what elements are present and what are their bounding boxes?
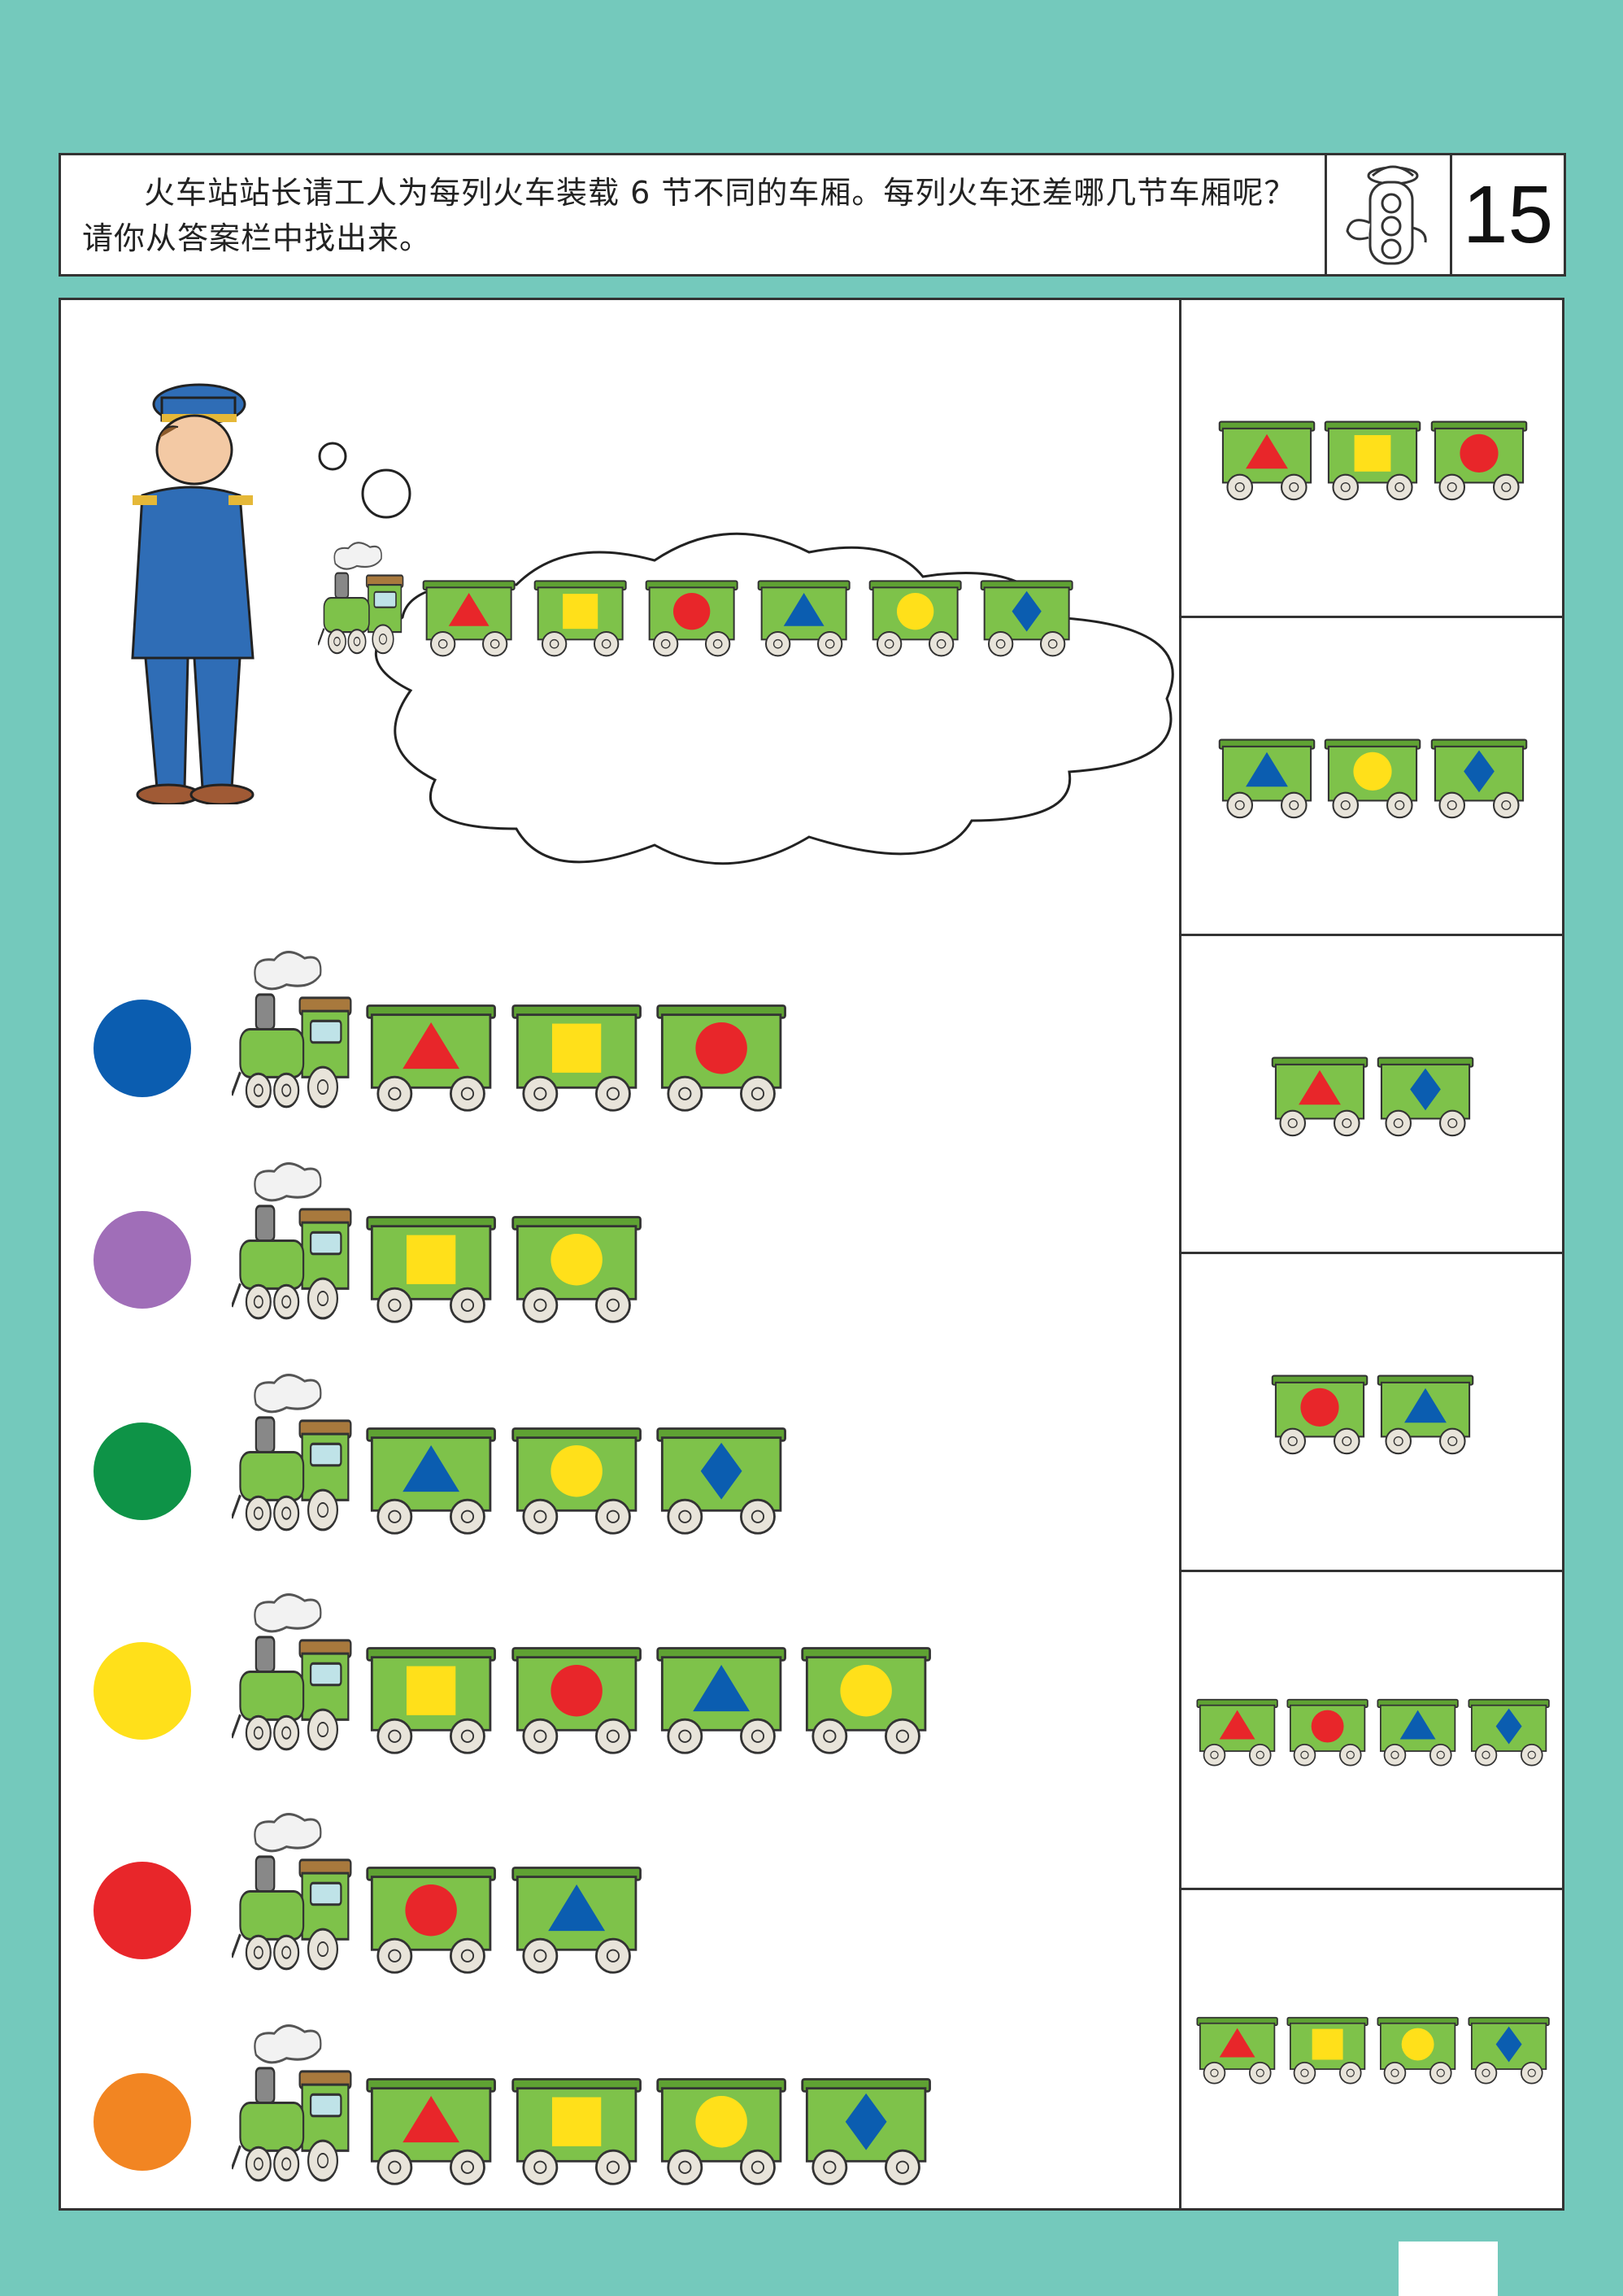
train-car-circle-yellow (799, 1642, 933, 1756)
locomotive-icon (230, 1160, 353, 1325)
color-dot[interactable] (94, 1000, 191, 1097)
instruction-text: 火车站站长请工人为每列火车装载 6 节不同的车厢。每列火车还差哪几节车厢呢？请你… (82, 175, 1296, 256)
train-car-square-yellow (533, 577, 628, 658)
train-car-triangle-blue (756, 577, 851, 658)
train-car-diamond-blue (655, 1422, 788, 1536)
color-dot[interactable] (94, 1862, 191, 1959)
color-dot[interactable] (94, 2073, 191, 2171)
answer-cell[interactable] (1181, 936, 1564, 1254)
train-car-circle-yellow (655, 2073, 788, 2187)
train-car-diamond-blue (1376, 1053, 1475, 1138)
train-car-triangle-blue (655, 1642, 788, 1756)
train-car-square-yellow (1323, 417, 1422, 502)
train-row (61, 2024, 1175, 2187)
train-car-circle-red (1270, 1371, 1369, 1456)
train-car-circle-red (510, 1642, 643, 1756)
train-row (61, 1813, 1175, 1976)
instruction-header: 火车站站长请工人为每列火车装载 6 节不同的车厢。每列火车还差哪几节车厢呢？请你… (59, 153, 1566, 277)
train-car-circle-red (655, 1000, 788, 1113)
train-row (61, 951, 1175, 1113)
train-row (61, 1374, 1175, 1536)
train-car-triangle-blue (1376, 1371, 1475, 1456)
color-dot[interactable] (94, 1422, 191, 1520)
locomotive-icon (230, 1810, 353, 1976)
train-car-triangle-blue (1217, 735, 1316, 820)
locomotive-icon (230, 1371, 353, 1536)
color-dot[interactable] (94, 1211, 191, 1309)
train-car-triangle-red (364, 1000, 498, 1113)
train-car-square-yellow (510, 2073, 643, 2187)
color-dot[interactable] (94, 1642, 191, 1740)
train-car-circle-yellow (1376, 2014, 1460, 2085)
train-car-circle-red (364, 1862, 498, 1976)
footer-tab (1399, 2242, 1498, 2296)
answer-cell[interactable] (1181, 300, 1564, 618)
answer-cell[interactable] (1181, 1890, 1564, 2208)
page-number-cell: 15 (1450, 155, 1564, 274)
train-car-triangle-red (1195, 2014, 1279, 2085)
train-car-triangle-red (364, 2073, 498, 2187)
answer-column (1179, 300, 1564, 2208)
train-car-triangle-red (1217, 417, 1316, 502)
train-car-circle-yellow (868, 577, 963, 658)
train-car-circle-yellow (510, 1211, 643, 1325)
train-car-square-yellow (364, 1642, 498, 1756)
mascot-cell (1325, 155, 1450, 274)
traffic-light-mascot-icon (1345, 165, 1427, 265)
train-row (61, 1162, 1175, 1325)
train-car-diamond-blue (979, 577, 1074, 658)
train-car-square-yellow (1286, 2014, 1369, 2085)
stationmaster-icon (131, 383, 255, 804)
answer-cell[interactable] (1181, 1254, 1564, 1572)
train-car-circle-red (644, 577, 739, 658)
train-car-triangle-blue (1376, 1696, 1460, 1767)
train-row (61, 1593, 1175, 1756)
locomotive-icon (230, 948, 353, 1113)
train-car-triangle-blue (364, 1422, 498, 1536)
train-car-diamond-blue (1467, 2014, 1551, 2085)
answer-cell[interactable] (1181, 1572, 1564, 1890)
train-car-triangle-blue (510, 1862, 643, 1976)
thought-bubble (318, 442, 1174, 865)
worksheet-panel (59, 298, 1564, 2211)
locomotive-icon (230, 2022, 353, 2187)
train-car-diamond-blue (1467, 1696, 1551, 1767)
train-car-diamond-blue (799, 2073, 933, 2187)
train-car-triangle-red (421, 577, 516, 658)
train-car-circle-yellow (510, 1422, 643, 1536)
train-car-triangle-red (1195, 1696, 1279, 1767)
page-number: 15 (1462, 169, 1554, 260)
train-car-circle-red (1286, 1696, 1369, 1767)
train-car-diamond-blue (1429, 735, 1529, 820)
answer-cell[interactable] (1181, 618, 1564, 936)
train-car-circle-yellow (1323, 735, 1422, 820)
locomotive-icon (317, 540, 405, 658)
train-car-circle-red (1429, 417, 1529, 502)
train-car-triangle-red (1270, 1053, 1369, 1138)
locomotive-icon (230, 1591, 353, 1756)
train-car-square-yellow (364, 1211, 498, 1325)
train-car-square-yellow (510, 1000, 643, 1113)
